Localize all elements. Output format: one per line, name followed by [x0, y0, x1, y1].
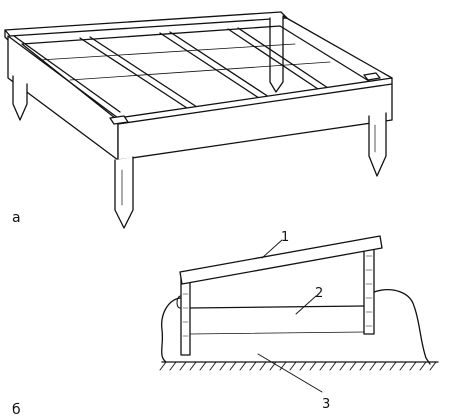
soil-mound — [161, 289, 431, 365]
back-right-stake — [269, 16, 284, 93]
ground-surface — [159, 361, 439, 371]
callout-1: 1 — [281, 230, 289, 245]
right-board — [282, 15, 393, 79]
cross-section-drawing — [159, 235, 439, 393]
inner-space — [189, 305, 365, 335]
panel-label-a: а — [12, 210, 21, 226]
front-board — [117, 77, 393, 161]
leader-2 — [295, 295, 317, 315]
callout-2: 2 — [315, 286, 323, 301]
callout-3: 3 — [322, 397, 330, 412]
front-right-stake — [368, 112, 387, 177]
back-left-stake — [12, 75, 28, 121]
corner-post-tops — [109, 72, 381, 125]
sloped-cover — [179, 235, 383, 285]
back-board — [4, 11, 288, 43]
right-wall — [363, 248, 375, 335]
leader-3 — [257, 353, 323, 393]
front-left-stake — [114, 156, 134, 229]
left-wall — [176, 275, 191, 356]
bed-frame-drawing — [4, 11, 393, 229]
leader-1 — [261, 239, 283, 259]
panel-label-b: б — [12, 402, 21, 418]
callout-leaders — [257, 239, 323, 393]
frame-slats — [39, 27, 335, 111]
